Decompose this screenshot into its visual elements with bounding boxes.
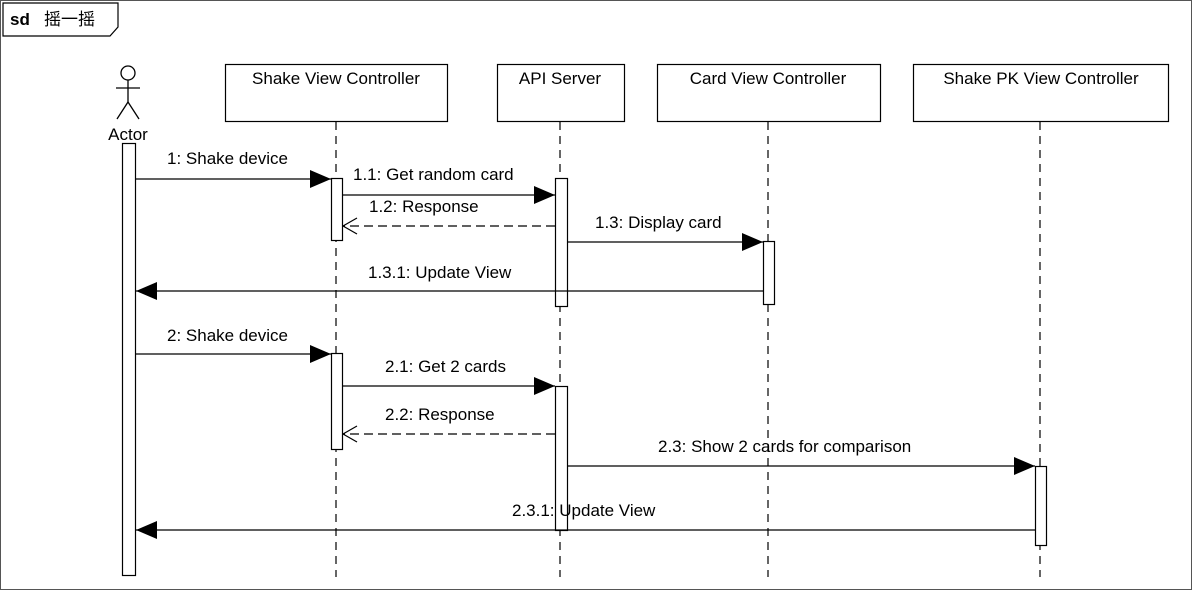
message: 2: Shake device — [136, 326, 331, 363]
message: 1.3: Display card — [568, 213, 763, 251]
lifelines — [335, 122, 1041, 577]
message-label: 2.3.1: Update View — [512, 501, 656, 520]
message-label: 1.1: Get random card — [353, 165, 514, 184]
frame-title: 摇一摇 — [44, 10, 95, 29]
messages: 1: Shake device 1.1: Get random card 1.2… — [136, 149, 1035, 539]
message-label: 1.3: Display card — [595, 213, 722, 232]
actor-label: Actor — [108, 125, 148, 144]
actor-icon — [116, 65, 140, 120]
message: 2.1: Get 2 cards — [343, 357, 555, 395]
message: 1: Shake device — [136, 149, 331, 188]
activation-pk-1 — [1034, 465, 1048, 547]
participant-shake-view-controller: Shake View Controller — [224, 63, 449, 123]
activation-actor — [121, 142, 137, 577]
message-label: 2.2: Response — [385, 405, 495, 424]
activation-svc-1 — [330, 177, 344, 242]
participant-shake-pk-view-controller: Shake PK View Controller — [912, 63, 1170, 123]
participant-label: Shake View Controller — [252, 69, 420, 88]
message-label: 1.3.1: Update View — [368, 263, 512, 282]
message: 1.2: Response — [343, 197, 555, 226]
message-label: 2.3: Show 2 cards for comparison — [658, 437, 911, 456]
frame-tab: sd 摇一摇 — [2, 2, 119, 37]
participant-label: API Server — [519, 69, 602, 88]
message-label: 1.2: Response — [369, 197, 479, 216]
activation-svc-2 — [330, 352, 344, 451]
activation-api-1 — [554, 177, 569, 308]
message: 2.3: Show 2 cards for comparison — [568, 437, 1035, 475]
activations — [121, 142, 1048, 577]
message: 1.1: Get random card — [343, 165, 555, 204]
activation-cvc-1 — [762, 240, 776, 306]
participant-card-view-controller: Card View Controller — [656, 63, 882, 123]
participant-api-server: API Server — [496, 63, 626, 123]
message-label: 2: Shake device — [167, 326, 288, 345]
message: 1.3.1: Update View — [136, 263, 763, 300]
message: 2.2: Response — [343, 405, 555, 434]
participant-label: Shake PK View Controller — [943, 69, 1139, 88]
message-label: 1: Shake device — [167, 149, 288, 168]
message-label: 2.1: Get 2 cards — [385, 357, 506, 376]
message: 2.3.1: Update View — [136, 501, 1035, 539]
frame-kind: sd — [10, 10, 30, 29]
participant-label: Card View Controller — [690, 69, 847, 88]
